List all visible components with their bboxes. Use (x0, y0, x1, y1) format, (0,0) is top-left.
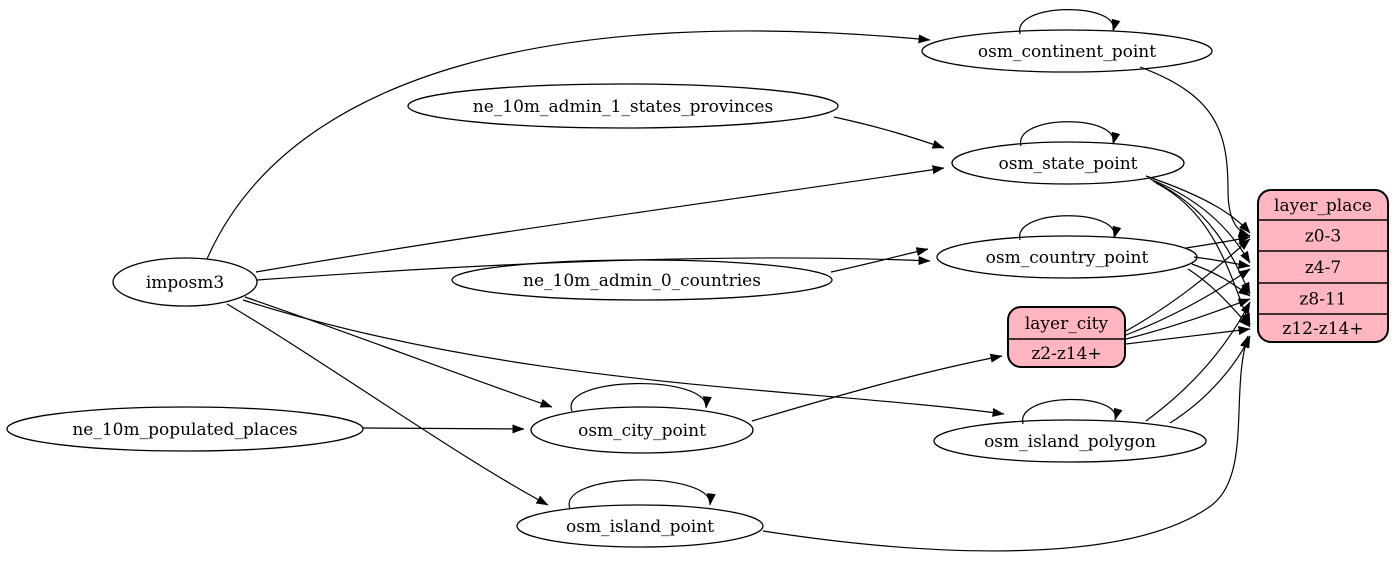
edge-imposm3-to-osm_island_polygon (242, 299, 1005, 417)
edge-osm_country_point-to-osm_country_point (1019, 215, 1122, 241)
table-ellipse (407, 83, 839, 129)
edge-osm_island_polygon-to-layer_place-z12-z14+ (1169, 335, 1251, 424)
table-ellipse (933, 419, 1207, 463)
edge-osm_country_point-to-layer_place-z8-11 (1191, 263, 1251, 297)
edge-osm_state_point-to-layer_place-z0-3 (1145, 175, 1251, 234)
record-row-z0-3: z0-3 (1305, 227, 1341, 247)
edge-osm_country_point-to-layer_place-z4-7 (1193, 256, 1251, 269)
node-layer_place: layer_place z0-3 z4-7 z8-11 z12-z14+ (1257, 189, 1389, 343)
edge-osm_city_point-to-layer_city-z2-z14+ (751, 353, 1003, 422)
record-row-z8-11: z8-11 (1299, 290, 1346, 310)
node-label: ne_10m_populated_places (72, 420, 297, 440)
node-label: ne_10m_admin_0_countries (523, 271, 761, 291)
node-imposm3: imposm3 (112, 257, 258, 307)
edge-osm_island_point-to-layer_place-z12-z14+ (762, 335, 1249, 552)
edge-layer_city-to-layer_place-z4-7 (1125, 268, 1251, 336)
node-label: osm_continent_point (978, 42, 1156, 62)
edge-osm_country_point-to-layer_place-z12-z14+ (1187, 268, 1251, 328)
record-title: layer_city (1025, 314, 1109, 334)
edge-ne_10m_admin_0_countries-to-osm_country_point (830, 247, 929, 273)
edge-osm_state_point-to-layer_place-z4-7 (1149, 178, 1251, 264)
edge-osm_continent_point-to-layer_place-z0-3 (1139, 66, 1251, 237)
node-osm_island_point: osm_island_point (516, 504, 764, 548)
edge-layer (206, 9, 1251, 552)
table-ellipse (921, 29, 1213, 73)
node-label: osm_island_point (566, 517, 714, 537)
node-ne_10m_populated_places: ne_10m_populated_places (6, 406, 364, 452)
edge-layer_city-to-layer_place-z12-z14+ (1125, 326, 1251, 345)
edge-osm_country_point-to-layer_place-z0-3 (1185, 235, 1251, 249)
record-box (1007, 306, 1126, 368)
table-ellipse (530, 406, 754, 454)
edge-ne_10m_populated_places-to-osm_city_point (362, 424, 525, 434)
edge-imposm3-to-osm_island_point (226, 303, 549, 506)
node-layer_city: layer_city z2-z14+ (1007, 306, 1126, 368)
edge-osm_island_polygon-to-osm_island_polygon (1022, 398, 1123, 425)
edge-osm_island_polygon-to-layer_place-z8-11 (1145, 301, 1251, 422)
table-ellipse (951, 141, 1185, 185)
edge-osm_island_point-to-osm_island_point (568, 479, 716, 510)
edge-imposm3-to-osm_state_point (255, 165, 945, 273)
edge-ne_10m_admin_1_states_provinces-to-osm_state_point (833, 116, 945, 149)
node-label: imposm3 (146, 273, 224, 293)
node-ne_10m_admin_0_countries: ne_10m_admin_0_countries (451, 259, 833, 301)
record-title: layer_place (1274, 196, 1372, 216)
node-osm_continent_point: osm_continent_point (921, 29, 1213, 73)
node-osm_state_point: osm_state_point (951, 141, 1185, 185)
node-label: osm_city_point (578, 421, 706, 441)
table-ellipse (112, 257, 258, 307)
edge-imposm3-to-osm_city_point (244, 296, 553, 408)
edge-layer_city-to-layer_place-z0-3 (1125, 238, 1251, 332)
table-ellipse (516, 504, 764, 548)
table-ellipse (6, 406, 364, 452)
node-osm_city_point: osm_city_point (530, 406, 754, 454)
record-row-z2-z14+: z2-z14+ (1031, 344, 1101, 364)
record-box (1257, 189, 1389, 343)
edge-osm_state_point-to-osm_state_point (1020, 121, 1121, 147)
edge-osm_continent_point-to-osm_continent_point (1019, 9, 1121, 35)
edge-imposm3-to-osm_continent_point (206, 30, 931, 260)
node-layer: imposm3 ne_10m_admin_1_states_provincesne… (6, 29, 1389, 548)
edge-osm_state_point-to-layer_place-z8-11 (1152, 180, 1251, 295)
node-label: osm_state_point (999, 154, 1138, 174)
node-label: ne_10m_admin_1_states_provinces (473, 97, 773, 117)
edge-osm_city_point-to-osm_city_point (570, 383, 712, 412)
node-label: osm_country_point (986, 248, 1149, 268)
node-osm_island_polygon: osm_island_polygon (933, 419, 1207, 463)
edge-imposm3-to-osm_country_point (256, 256, 931, 281)
node-osm_country_point: osm_country_point (936, 235, 1198, 279)
node-ne_10m_admin_1_states_provinces: ne_10m_admin_1_states_provinces (407, 83, 839, 129)
node-label: osm_island_polygon (984, 432, 1156, 452)
record-row-z4-7: z4-7 (1305, 258, 1341, 278)
record-row-z12-z14+: z12-z14+ (1282, 319, 1363, 339)
